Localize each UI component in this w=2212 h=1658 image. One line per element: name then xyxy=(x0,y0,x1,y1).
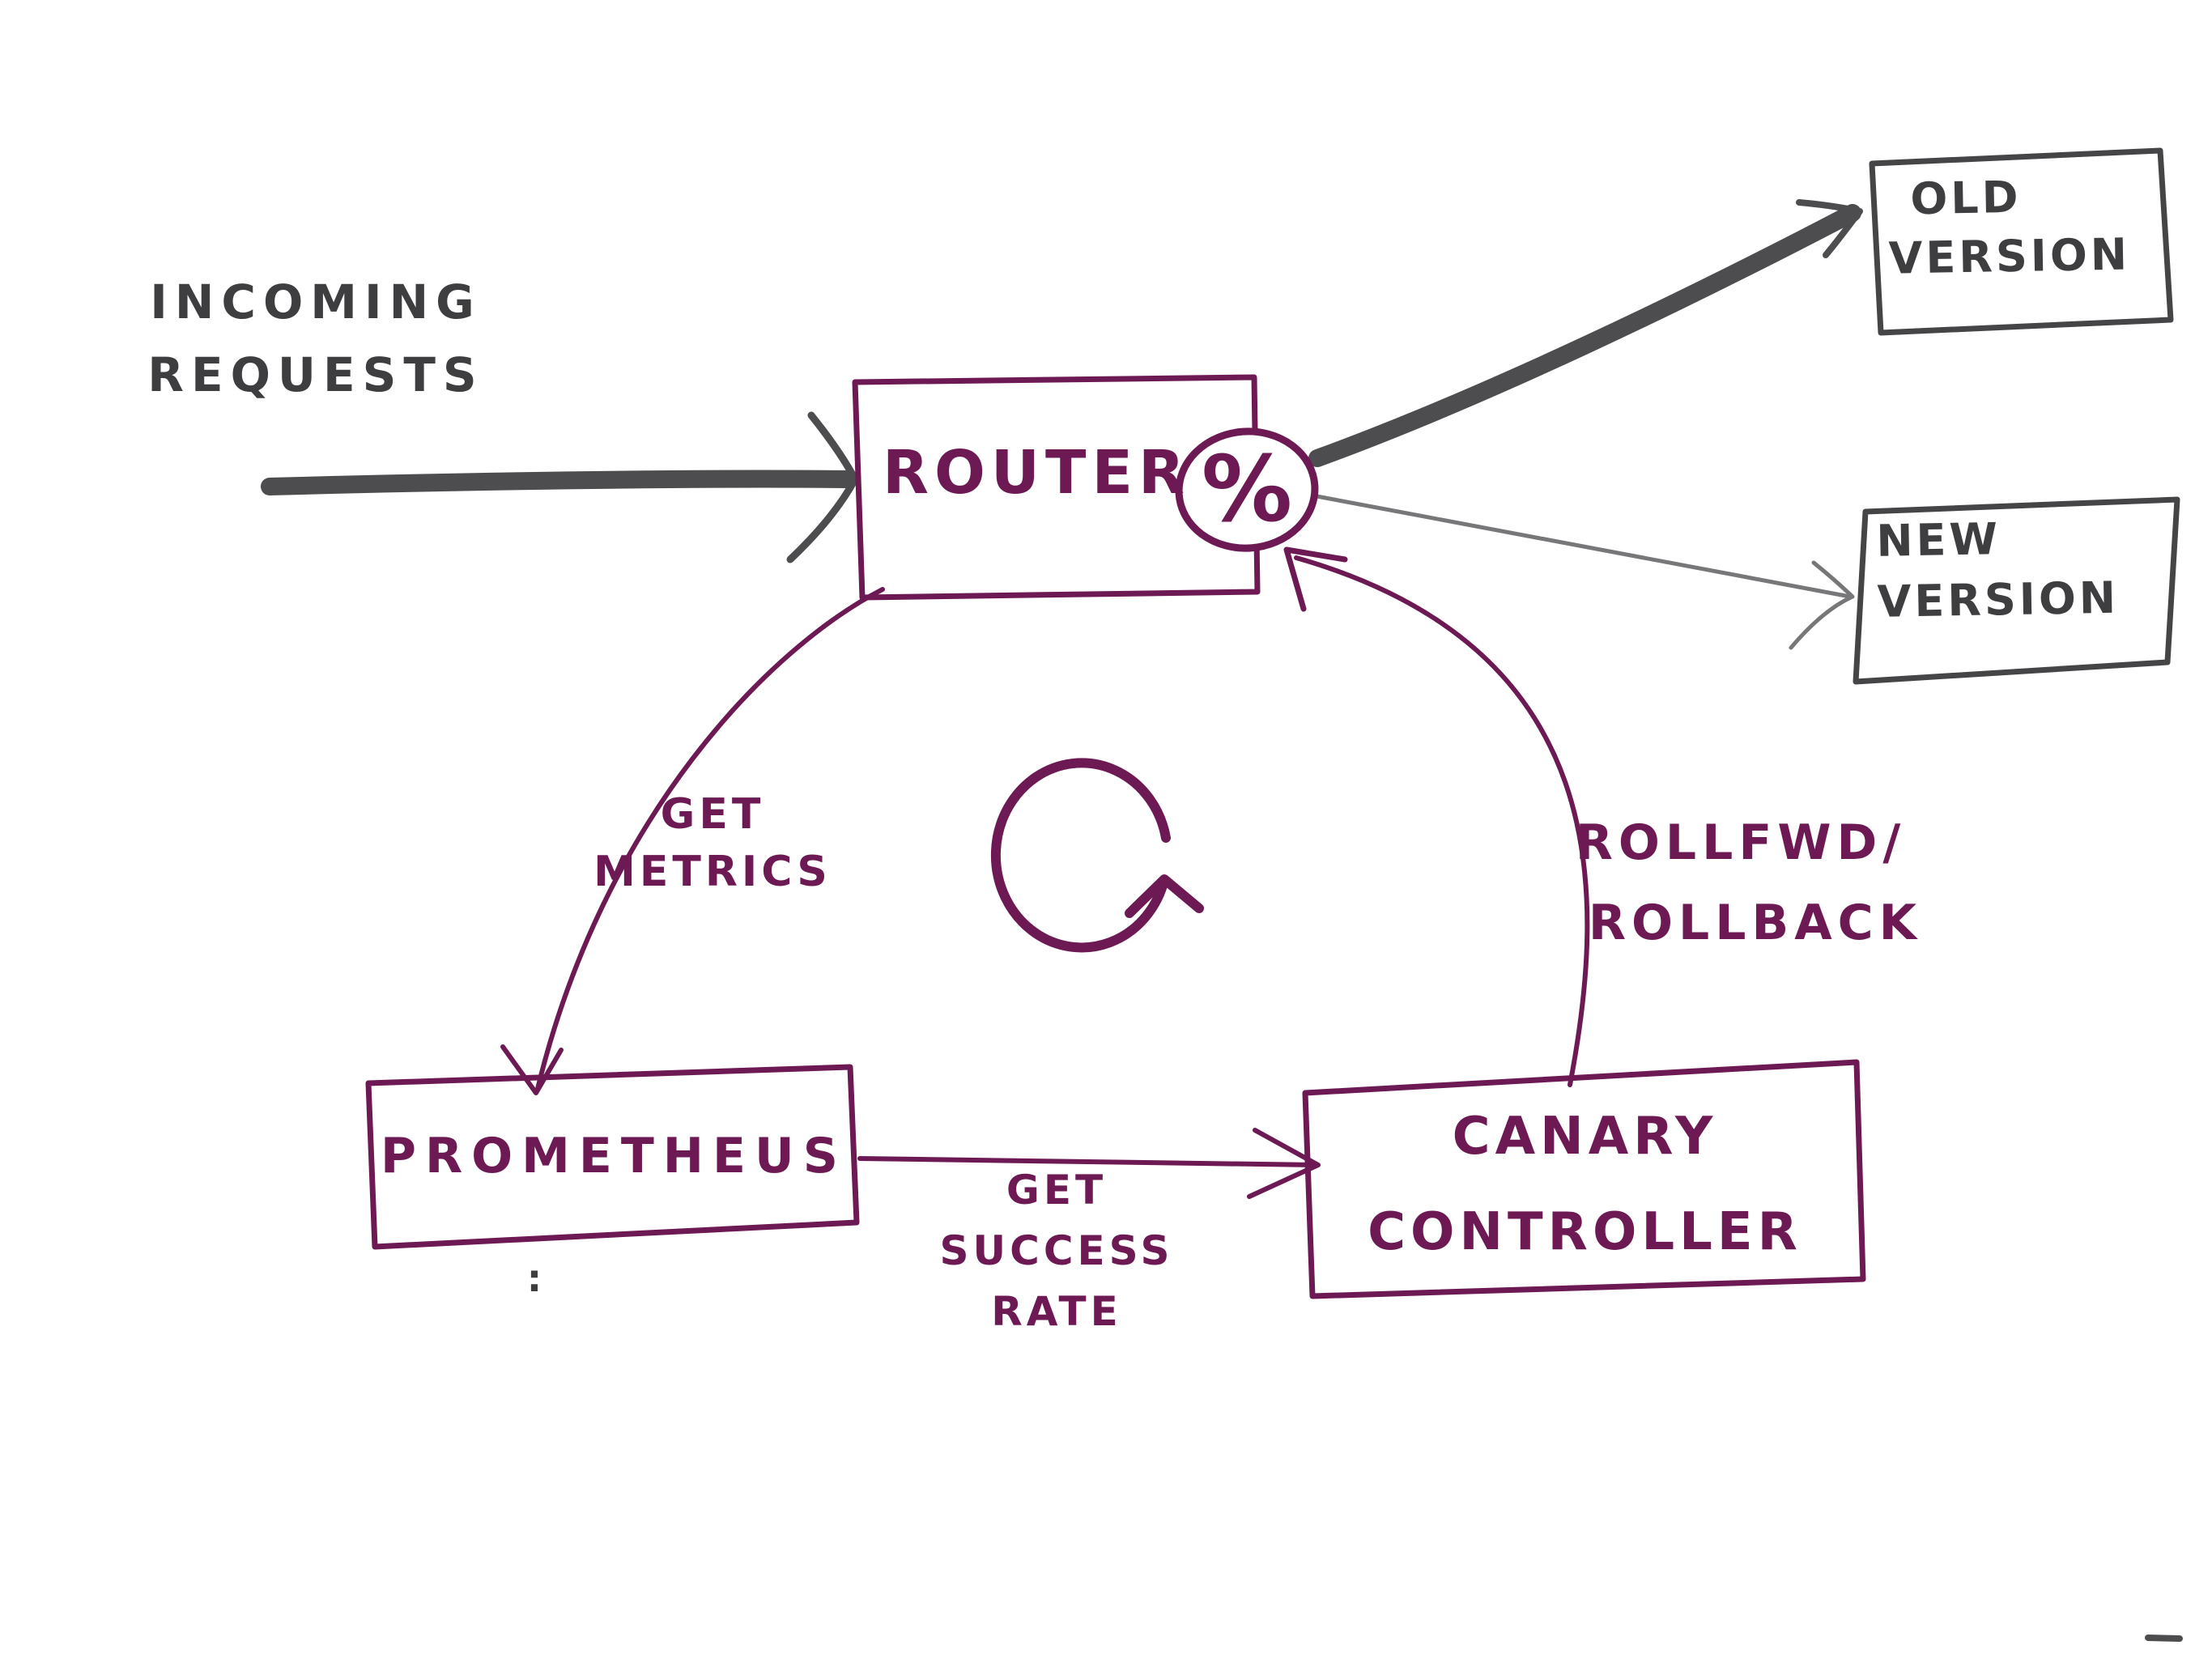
incoming-requests-label: INCOMING REQUESTS xyxy=(113,266,518,411)
old-version-line1: OLD xyxy=(1909,171,2023,225)
get-success-rate-line1: GET xyxy=(1006,1167,1108,1214)
new-version-box xyxy=(1853,496,2180,685)
cycle-loop-icon xyxy=(990,758,1171,953)
incoming-requests-arrow xyxy=(261,470,856,495)
router-to-old-version-arrow xyxy=(1308,204,1861,467)
router-box xyxy=(852,374,1261,601)
canary-controller-box xyxy=(1302,1059,1866,1299)
rollfwd-line1: ROLLFWD/ xyxy=(1575,814,1907,871)
canary-controller-line1: CANARY xyxy=(1452,1107,1718,1167)
get-metrics-arrowhead xyxy=(500,1044,564,1095)
new-version-label: NEW VERSION xyxy=(1876,506,2146,632)
rollfwd-rollback-label: ROLLFWD/ ROLLBACK xyxy=(1542,803,1939,963)
router-label-text: ROUTER xyxy=(883,438,1190,508)
new-version-line1: NEW xyxy=(1875,513,2001,567)
cycle-loop-arrowhead xyxy=(1125,874,1204,918)
prometheus-label-text: PROMETHEUS xyxy=(381,1128,847,1184)
old-version-box xyxy=(1869,147,2174,336)
stray-colon-mark: : xyxy=(518,1260,551,1297)
percent-badge-label: % xyxy=(1202,437,1292,542)
incoming-requests-line1: INCOMING xyxy=(150,274,482,329)
get-metrics-line1: GET xyxy=(660,790,765,839)
router-label: ROUTER xyxy=(866,439,1206,507)
prometheus-box xyxy=(365,1064,860,1250)
get-success-rate-arrow xyxy=(857,1156,1319,1167)
get-metrics-curve xyxy=(535,587,885,1091)
stray-dash-mark xyxy=(2145,1635,2183,1642)
prometheus-label: PROMETHEUS xyxy=(381,1127,846,1185)
get-success-rate-line3: RATE xyxy=(991,1288,1122,1335)
get-metrics-line2: METRICS xyxy=(593,848,832,896)
old-version-line2: VERSION xyxy=(1888,228,2131,284)
router-to-old-version-arrowhead xyxy=(1796,199,1863,258)
old-version-label: OLD VERSION xyxy=(1887,165,2141,287)
rollfwd-rollback-curve xyxy=(1294,555,1590,1087)
rollfwd-line2: ROLLBACK xyxy=(1588,895,1923,951)
router-to-new-version-arrowhead xyxy=(1789,560,1855,650)
stray-colon-text: : xyxy=(526,1256,542,1300)
incoming-requests-line2: REQUESTS xyxy=(147,347,484,402)
new-version-line2: VERSION xyxy=(1877,572,2120,627)
get-success-rate-label: GET SUCCESS RATE xyxy=(919,1160,1194,1342)
get-success-rate-line2: SUCCESS xyxy=(939,1227,1174,1274)
get-success-rate-arrowhead xyxy=(1247,1128,1321,1199)
canary-controller-line2: CONTROLLER xyxy=(1368,1202,1802,1262)
percent-badge-circle xyxy=(1175,427,1319,552)
router-to-new-version-line xyxy=(1310,493,1853,599)
canary-controller-label: CANARY CONTROLLER xyxy=(1324,1089,1846,1280)
rollfwd-rollback-arrowhead xyxy=(1283,546,1348,612)
incoming-requests-arrowhead xyxy=(786,411,859,563)
get-metrics-label: GET METRICS xyxy=(534,786,891,901)
